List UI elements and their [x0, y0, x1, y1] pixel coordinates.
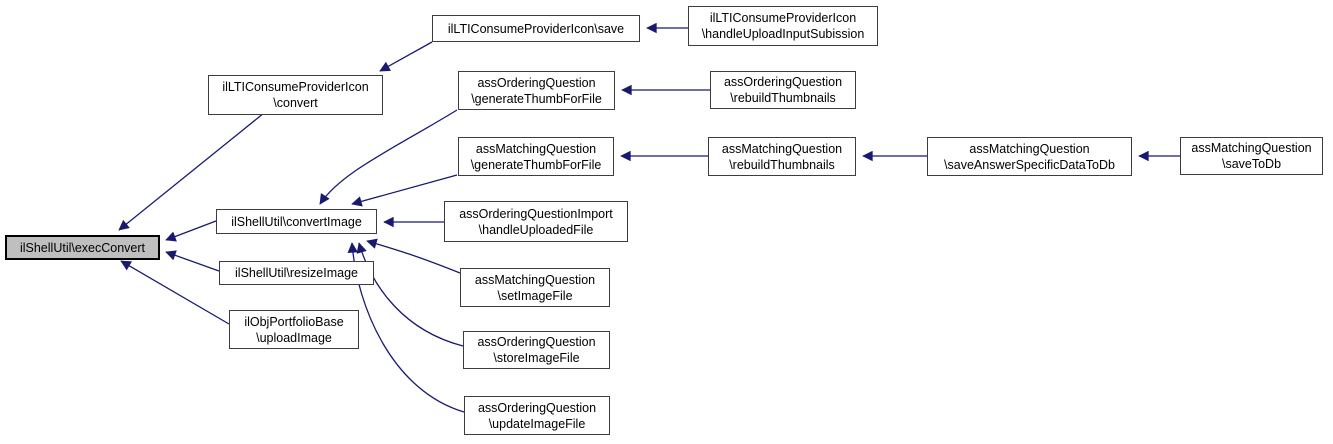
node-convertImage[interactable]: ilShellUtil\convertImage: [216, 209, 377, 234]
node-label: assOrderingQuestion: [723, 75, 843, 89]
node-label: \storeImageFile: [493, 351, 580, 365]
edge-ordering-storeImageFile-to-convertImage: [356, 242, 464, 347]
node-label: assOrderingQuestionImport: [459, 206, 613, 221]
node-label: ilLTIConsumeProviderIcon\save: [447, 21, 625, 36]
node-label: \handleUploadedFile: [478, 222, 594, 237]
node-label: assOrderingQuestion: [477, 400, 597, 415]
node-label: assMatchingQuestion: [475, 141, 597, 156]
node-label: \handleUploadInputSubission: [701, 27, 865, 41]
node-label: \generateThumbForFile: [470, 157, 602, 172]
node-matching-setImageFile[interactable]: assMatchingQuestion\setImageFile: [460, 268, 610, 307]
node-ordering-storeImageFile[interactable]: assOrderingQuestion \storeImageFile: [463, 331, 610, 369]
node-ordering-rebuildThumbnails[interactable]: assOrderingQuestion \rebuildThumbnails: [710, 71, 856, 109]
node-label: ilShellUtil\resizeImage: [235, 266, 358, 280]
node-label: \uploadImage: [256, 330, 332, 345]
node-lti-save[interactable]: ilLTIConsumeProviderIcon\save: [432, 15, 640, 42]
node-label: \saveToDb: [1221, 157, 1282, 171]
node-label: assMatchingQuestion: [721, 141, 843, 156]
node-lti-convert[interactable]: ilLTIConsumeProviderIcon \convert: [208, 75, 383, 115]
edge-lti-save-to-lti-convert: [379, 41, 433, 72]
node-label: \convert: [273, 96, 318, 110]
node-portfolio-uploadImage[interactable]: ilObjPortfolioBase\uploadImage: [229, 310, 359, 349]
node-ordering-updateImageFile[interactable]: assOrderingQuestion\updateImageFile: [464, 396, 610, 435]
edge-portfolio-uploadImage-to-execConvert: [120, 260, 230, 325]
node-label: assMatchingQuestion: [474, 272, 596, 287]
node-matching-saveToDb[interactable]: assMatchingQuestion \saveToDb: [1180, 137, 1323, 175]
edge-ordering-generateThumbForFile-to-convertImage: [319, 109, 458, 205]
edge-resizeImage-to-execConvert: [165, 250, 220, 272]
node-label: \generateThumbForFile: [471, 91, 602, 106]
node-label: assMatchingQuestion: [1191, 141, 1312, 155]
node-execConvert: ilShellUtil\execConvert: [5, 235, 160, 260]
node-lti-handleUploadInputSubission[interactable]: ilLTIConsumeProviderIcon \handleUploadInp…: [688, 6, 878, 46]
node-label: ilLTIConsumeProviderIcon: [222, 80, 369, 94]
node-label: ilLTIConsumeProviderIcon: [709, 11, 857, 25]
node-resizeImage[interactable]: ilShellUtil\resizeImage: [219, 261, 374, 285]
node-label: ilShellUtil\convertImage: [231, 214, 362, 229]
node-label: assOrderingQuestion: [477, 75, 596, 90]
node-label: \updateImageFile: [488, 416, 586, 431]
edge-matching-generateThumbForFile-to-convertImage: [351, 174, 458, 207]
node-matching-rebuildThumbnails[interactable]: assMatchingQuestion\rebuildThumbnails: [708, 137, 856, 176]
node-label: assMatchingQuestion: [969, 141, 1090, 156]
node-label: \saveAnswerSpecificDataToDb: [944, 157, 1115, 172]
node-orderingImport-handleUploadedFile[interactable]: assOrderingQuestionImport\handleUploaded…: [444, 201, 628, 242]
node-label: ilShellUtil\execConvert: [19, 240, 146, 255]
node-ordering-generateThumbForFile[interactable]: assOrderingQuestion\generateThumbForFile: [458, 71, 615, 110]
edge-matching-setImageFile-to-convertImage: [366, 238, 461, 274]
node-label: ilObjPortfolioBase: [244, 314, 344, 329]
node-matching-generateThumbForFile[interactable]: assMatchingQuestion\generateThumbForFile: [458, 137, 614, 176]
node-label: assOrderingQuestion: [477, 335, 596, 349]
node-label: \rebuildThumbnails: [729, 157, 835, 172]
node-matching-saveAnswerSpecificDataToDb[interactable]: assMatchingQuestion\saveAnswerSpecificDa…: [927, 137, 1132, 176]
node-label: \setImageFile: [497, 288, 573, 303]
edge-convertImage-to-execConvert: [165, 220, 217, 242]
node-label: \rebuildThumbnails: [730, 91, 836, 105]
